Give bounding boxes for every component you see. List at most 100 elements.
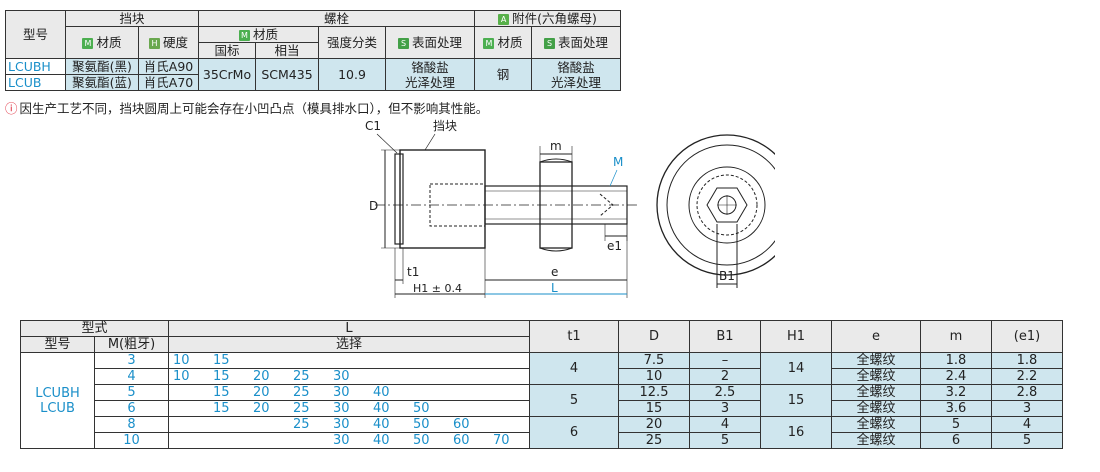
e-value: 全螺纹: [831, 416, 921, 433]
warning-icon: ⓘ: [5, 101, 18, 116]
spec-bolt-equiv: SCM435: [255, 58, 319, 91]
length-option: 70: [489, 432, 530, 449]
length-option: [249, 432, 289, 449]
label-l: L: [551, 281, 558, 295]
mark-m-icon: M: [238, 30, 250, 41]
length-option: [249, 416, 289, 433]
length-option: 30: [329, 368, 369, 385]
length-option: 20: [249, 384, 289, 401]
spec-hardness-2: 肖氏A70: [138, 74, 199, 91]
m-value: 5: [920, 416, 992, 433]
length-option: [168, 400, 209, 417]
d-value: 12.5: [618, 384, 690, 401]
e-value: 全螺纹: [831, 352, 921, 369]
dimension-table: 型式 L t1 D B1 H1 e m (e1) 型号 M(粗牙) 选择 LCU…: [20, 320, 1063, 449]
length-option: [449, 368, 489, 385]
spec-hardness-1: 肖氏A90: [138, 58, 199, 75]
thread-size: 10: [94, 432, 169, 449]
h1-value: 15: [760, 384, 832, 417]
stopper-body: [399, 149, 486, 249]
header-model: 型号: [5, 10, 66, 59]
spec-material-2: 聚氨酯(蓝): [65, 74, 139, 91]
h1-value: 14: [760, 352, 832, 385]
length-option: [489, 384, 530, 401]
e-value: 全螺纹: [831, 432, 921, 449]
length-option: 40: [369, 400, 409, 417]
length-option: 30: [329, 416, 369, 433]
length-option: [489, 352, 530, 369]
header-bolt-std: 国标: [198, 42, 256, 59]
length-option: [329, 352, 369, 369]
e1-value: 3: [991, 400, 1063, 417]
length-option: [168, 416, 209, 433]
header-h1: H1: [760, 320, 832, 353]
m-value: 2.4: [920, 368, 992, 385]
length-option: 20: [249, 368, 289, 385]
t1-value: 6: [529, 416, 619, 449]
mark-m-icon: M: [82, 38, 94, 49]
d-value: 7.5: [618, 352, 690, 369]
thread-size: 6: [94, 400, 169, 417]
spec-model-2: LCUB: [5, 74, 66, 91]
length-option: [489, 368, 530, 385]
length-option: 30: [329, 432, 369, 449]
e1-value: 1.8: [991, 352, 1063, 369]
d-value: 25: [618, 432, 690, 449]
spec-acc-material: 钢: [474, 58, 532, 91]
e1-value: 2.8: [991, 384, 1063, 401]
m-value: 1.8: [920, 352, 992, 369]
label-thread-m: M: [613, 155, 623, 169]
length-option: [489, 416, 530, 433]
spec-bolt-surface: 铬酸盐光泽处理: [385, 58, 475, 91]
length-option: [369, 352, 409, 369]
b1-value: 4: [689, 416, 761, 433]
length-option: [249, 352, 289, 369]
b1-value: 2.5: [689, 384, 761, 401]
b1-value: 3: [689, 400, 761, 417]
header-type: 型式: [20, 320, 169, 337]
label-h1: H1 ± 0.4: [413, 282, 462, 295]
label-b1: B1: [719, 269, 735, 283]
spec-strength: 10.9: [318, 58, 386, 91]
e-value: 全螺纹: [831, 368, 921, 385]
label-e1: e1: [607, 239, 622, 253]
length-option: 60: [449, 416, 489, 433]
length-option: [168, 432, 209, 449]
length-option: 10: [168, 352, 209, 369]
label-c1: C1: [365, 119, 381, 133]
length-option: 50: [409, 432, 449, 449]
e-value: 全螺纹: [831, 400, 921, 417]
length-option: 25: [289, 368, 329, 385]
length-option: 50: [409, 416, 449, 433]
h1-value: 16: [760, 416, 832, 449]
length-option: [289, 352, 329, 369]
label-stopper: 挡块: [433, 119, 457, 133]
e1-value: 2.2: [991, 368, 1063, 385]
header-b1: B1: [689, 320, 761, 353]
header-d: D: [618, 320, 690, 353]
thread-size: 8: [94, 416, 169, 433]
header-bolt-strength: 强度分类: [318, 26, 386, 59]
length-option: 15: [209, 400, 249, 417]
length-option: [449, 400, 489, 417]
length-option: 30: [329, 400, 369, 417]
length-option: [449, 352, 489, 369]
length-option: [168, 384, 209, 401]
m-value: 3.6: [920, 400, 992, 417]
mark-h-icon: H: [148, 38, 160, 49]
header-t1: t1: [529, 320, 619, 353]
d-value: 20: [618, 416, 690, 433]
label-e: e: [551, 265, 558, 279]
length-option: 40: [369, 416, 409, 433]
length-option: 50: [409, 400, 449, 417]
length-option: 25: [289, 416, 329, 433]
length-option: 15: [209, 352, 249, 369]
